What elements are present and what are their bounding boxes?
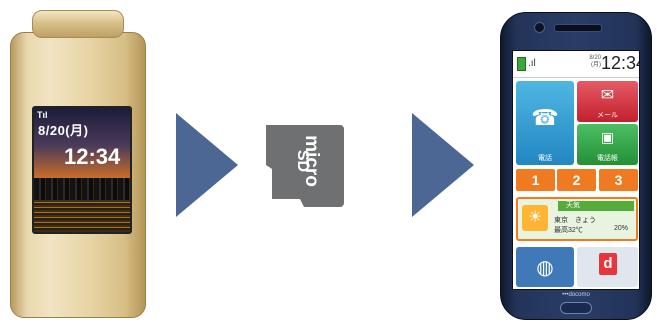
flip-phone-screen: Tıl 8/20(月) 12:34 bbox=[32, 106, 132, 234]
weather-rain-chance: 20% bbox=[614, 225, 628, 232]
phone-tile-label: 電話 bbox=[516, 153, 574, 163]
status-date-weekday: (月) bbox=[591, 62, 601, 68]
brand-name: docomo bbox=[568, 292, 589, 298]
microsd-card-icon: micro SD bbox=[262, 125, 344, 207]
signal-icon: Tıl bbox=[37, 110, 48, 120]
weather-header: 天気 bbox=[558, 201, 634, 211]
microsd-card-shape: micro SD bbox=[262, 125, 344, 207]
weather-high-temp: 最高32℃ bbox=[554, 225, 583, 235]
phone-tile[interactable]: ☎ 電話 bbox=[516, 81, 574, 165]
city-skyline bbox=[34, 178, 130, 200]
signal-icon: .ıl bbox=[528, 58, 536, 69]
sd-logo-icon: SD bbox=[294, 150, 311, 172]
docomo-menu-tile[interactable]: d bbox=[577, 247, 638, 287]
weather-location: 東京 きょう bbox=[554, 215, 596, 225]
flip-phone-image: Tıl 8/20(月) 12:34 bbox=[10, 10, 146, 318]
earpiece-speaker bbox=[554, 24, 602, 32]
globe-icon: ◍ bbox=[516, 255, 574, 280]
arrow-right-icon bbox=[412, 113, 474, 217]
smartphone-screen: .ıl 8/20 (月) 12:34 ☎ 電話 ✉ メール ▣ 電話帳 1 2 … bbox=[512, 50, 640, 290]
browser-tile[interactable]: ◍ bbox=[516, 247, 574, 287]
flip-phone-time: 12:34 bbox=[64, 144, 120, 170]
speed-dial-3[interactable]: 3 bbox=[599, 169, 638, 191]
home-button[interactable] bbox=[560, 302, 592, 314]
speed-dial-2[interactable]: 2 bbox=[557, 169, 596, 191]
mail-tile-label: メール bbox=[577, 110, 638, 120]
smartphone-image: .ıl 8/20 (月) 12:34 ☎ 電話 ✉ メール ▣ 電話帳 1 2 … bbox=[500, 12, 652, 320]
battery-icon bbox=[517, 57, 526, 71]
front-camera-icon bbox=[534, 22, 545, 33]
contacts-tile-label: 電話帳 bbox=[577, 153, 638, 163]
weather-widget[interactable]: 天気 ☀ 東京 きょう 最高32℃ 20% bbox=[516, 197, 638, 241]
status-bar: .ıl 8/20 (月) 12:34 bbox=[513, 51, 639, 78]
flip-phone-hinge bbox=[32, 10, 124, 38]
phone-icon: ☎ bbox=[516, 105, 574, 131]
status-time: 12:34 bbox=[601, 53, 640, 74]
contacts-tile[interactable]: ▣ 電話帳 bbox=[577, 124, 638, 165]
river-reflection bbox=[34, 200, 130, 234]
speed-dial-1[interactable]: 1 bbox=[516, 169, 555, 191]
status-date: 8/20 (月) bbox=[585, 55, 601, 69]
brand-logo: •••docomo bbox=[500, 292, 652, 298]
sun-icon: ☀ bbox=[522, 205, 548, 231]
mail-icon: ✉ bbox=[577, 85, 638, 105]
arrow-right-icon bbox=[176, 113, 238, 217]
status-date-day: 8/20 bbox=[589, 55, 601, 61]
mail-tile[interactable]: ✉ メール bbox=[577, 81, 638, 122]
d-menu-icon: d bbox=[599, 253, 617, 275]
contacts-icon: ▣ bbox=[577, 129, 638, 146]
flip-phone-date: 8/20(月) bbox=[38, 120, 88, 139]
